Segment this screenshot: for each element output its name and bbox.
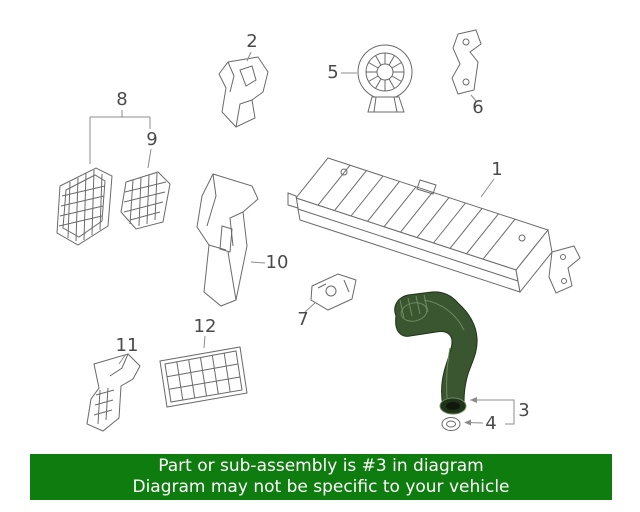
callout-4: 4 — [485, 413, 497, 434]
banner-line-1: Part or sub-assembly is #3 in diagram — [158, 455, 484, 476]
callout-3: 3 — [518, 400, 530, 421]
callout-5: 5 — [327, 62, 339, 83]
part-2-drawing — [218, 56, 269, 128]
callout-7: 7 — [297, 309, 309, 330]
banner: Part or sub-assembly is #3 in diagram Di… — [30, 454, 612, 500]
part-1-drawing — [287, 157, 581, 294]
callout-12: 12 — [193, 316, 217, 337]
callout-1: 1 — [491, 159, 503, 180]
part-12-drawing — [159, 346, 248, 408]
part-11-drawing — [86, 353, 141, 432]
part-10-drawing — [196, 173, 259, 307]
callout-6: 6 — [472, 97, 484, 118]
part-5-drawing — [357, 44, 413, 113]
leader-lines — [89, 51, 515, 426]
part-9-drawing — [120, 171, 171, 230]
callout-8: 8 — [116, 89, 128, 110]
callout-11: 11 — [115, 335, 139, 356]
banner-line-2: Diagram may not be specific to your vehi… — [132, 477, 510, 497]
part-8-drawing — [56, 167, 113, 246]
callout-9: 9 — [146, 129, 158, 150]
callout-10: 10 — [265, 252, 289, 273]
callout-2: 2 — [246, 31, 258, 52]
part-4-drawing — [441, 417, 461, 431]
part-3-highlighted-duct — [394, 291, 478, 415]
part-6-drawing — [451, 29, 482, 95]
part-7-drawing — [310, 273, 357, 311]
